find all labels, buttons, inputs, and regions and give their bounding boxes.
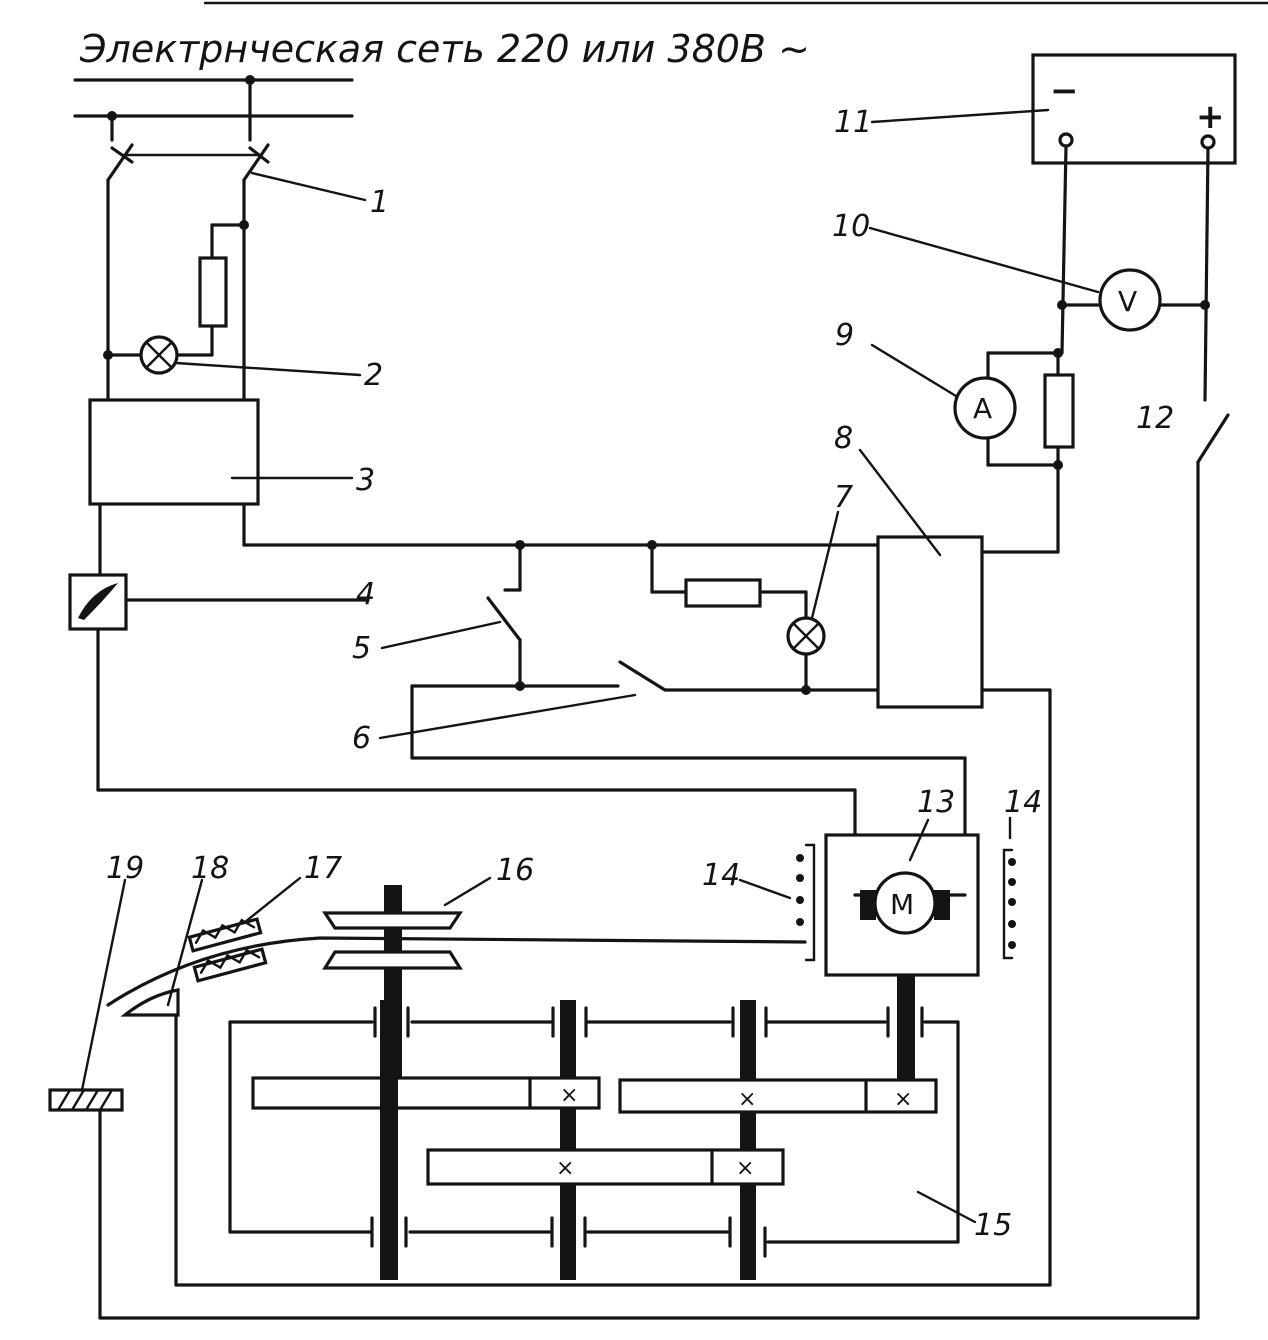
label-13: 13 bbox=[917, 785, 955, 820]
label-4: 4 bbox=[356, 577, 375, 612]
label-8: 8 bbox=[834, 421, 853, 456]
label-6: 6 bbox=[352, 721, 371, 756]
label-7: 7 bbox=[834, 480, 853, 515]
label-16: 16 bbox=[496, 853, 534, 888]
motor-13: M bbox=[824, 818, 980, 1080]
label-14-right: 14 bbox=[1004, 785, 1042, 820]
meter-4 bbox=[68, 573, 857, 897]
diagram-title: Электрнческая сеть 220 или 380В ~ bbox=[79, 27, 810, 71]
label-18: 18 bbox=[191, 851, 229, 886]
block-3 bbox=[88, 398, 260, 506]
wire-feed-16 bbox=[106, 876, 807, 1080]
switch-12 bbox=[98, 413, 1230, 1320]
guide-17 bbox=[187, 876, 302, 983]
switch-5 bbox=[380, 543, 522, 688]
voltmeter-10: V bbox=[868, 226, 1210, 332]
voltmeter-symbol: V bbox=[1118, 285, 1137, 318]
block-8-wiring bbox=[174, 463, 1060, 1287]
ammeter-symbol: A bbox=[973, 392, 992, 425]
coils-14 bbox=[738, 816, 1016, 962]
gearbox-15: × × × × × × bbox=[228, 1000, 977, 1280]
main-switch-1 bbox=[106, 143, 367, 402]
supply-wiring bbox=[98, 502, 882, 577]
label-19: 19 bbox=[106, 851, 144, 886]
label-10: 10 bbox=[832, 209, 870, 244]
label-5: 5 bbox=[352, 631, 371, 666]
label-3: 3 bbox=[356, 463, 375, 498]
workpiece-19 bbox=[48, 878, 127, 1112]
label-17: 17 bbox=[304, 851, 342, 886]
gear-mark-3: × bbox=[738, 1087, 756, 1112]
holder-18 bbox=[120, 878, 204, 1017]
block-8 bbox=[876, 535, 984, 709]
label-14-left: 14 bbox=[702, 858, 740, 893]
label-15: 15 bbox=[974, 1208, 1012, 1243]
minus-terminal: − bbox=[1050, 71, 1079, 111]
label-12: 12 bbox=[1136, 401, 1174, 436]
label-2: 2 bbox=[364, 358, 383, 393]
motor-symbol: M bbox=[890, 888, 914, 921]
plus-terminal: + bbox=[1196, 97, 1225, 137]
lamp-7 bbox=[650, 510, 840, 692]
gear-mark-5: × bbox=[556, 1156, 574, 1181]
pilot-lamp-2 bbox=[103, 220, 362, 377]
mains-lines bbox=[73, 75, 354, 142]
label-1: 1 bbox=[370, 185, 389, 220]
label-11: 11 bbox=[834, 105, 872, 140]
ammeter-9: A bbox=[870, 343, 1075, 470]
dc-source-11: − + bbox=[870, 53, 1237, 402]
gear-mark-2: × bbox=[560, 1083, 578, 1108]
gear-mark-4: × bbox=[894, 1087, 912, 1112]
label-9: 9 bbox=[835, 318, 854, 353]
gear-mark-6: × bbox=[736, 1156, 754, 1181]
